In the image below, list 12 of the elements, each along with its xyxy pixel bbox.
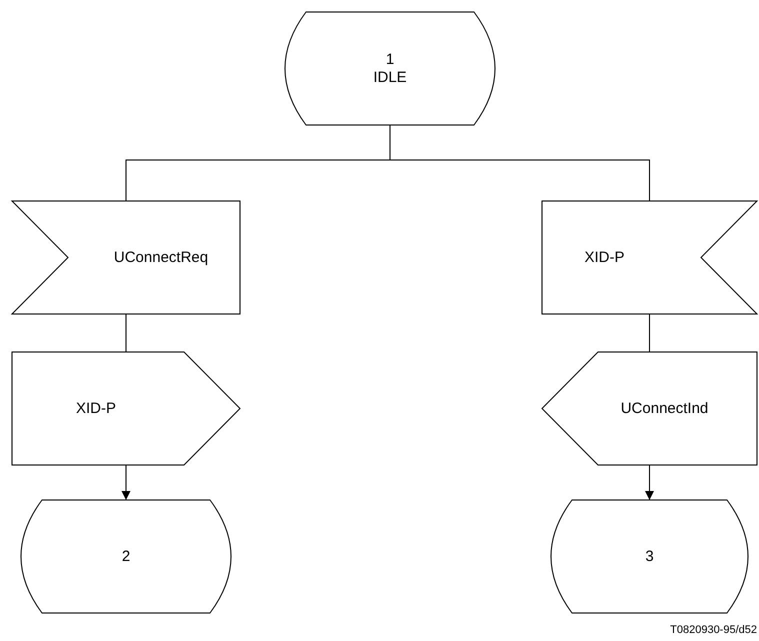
flow-arrow [645, 464, 654, 500]
signal-label: UConnectInd [620, 400, 708, 418]
state-label: IDLE [373, 68, 407, 86]
signal-label: UConnectReq [114, 248, 208, 266]
flow-arrow [122, 464, 130, 500]
figure-reference: T0820930-95/d52 [670, 624, 757, 636]
state-label: 1 [386, 50, 394, 68]
state-label: 3 [645, 548, 654, 566]
signal-label: XID-P [584, 248, 624, 266]
flow-line [649, 314, 650, 352]
state-label: 2 [122, 548, 130, 566]
signal-label: XID-P [76, 400, 116, 418]
